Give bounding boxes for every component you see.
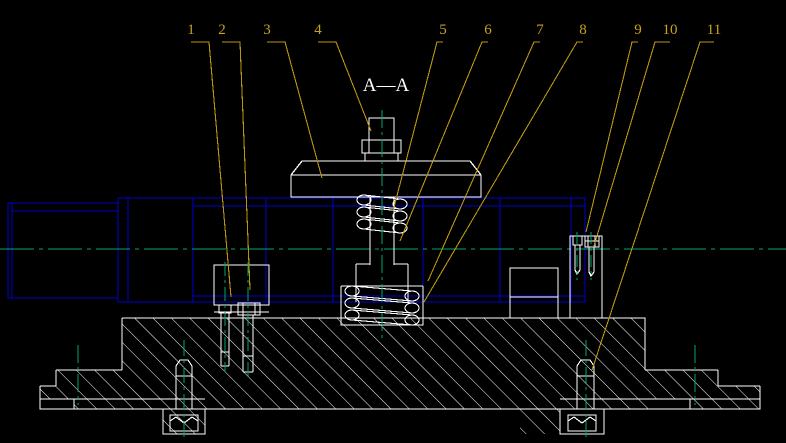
callout-5[interactable]: 5 [392, 22, 447, 212]
callout-1[interactable]: 1 [187, 22, 232, 298]
callout-leader-4 [318, 41, 372, 132]
left-bracket-centerlines [224, 262, 249, 378]
callout-label-11: 11 [707, 22, 721, 38]
callout-leader-1 [191, 41, 232, 298]
callout-label-8: 8 [579, 22, 587, 38]
callout-layer: 1 2 3 4 5 6 7 8 9 10 11 [187, 22, 721, 371]
callout-leader-7 [427, 41, 540, 282]
view-title: A—A [363, 75, 410, 96]
support-block [509, 267, 559, 319]
callout-label-5: 5 [439, 22, 447, 38]
callout-10[interactable]: 10 [593, 22, 678, 247]
right-bracket [569, 235, 603, 319]
vertical-centerlines [77, 110, 696, 405]
callout-6[interactable]: 6 [399, 22, 492, 242]
callout-label-2: 2 [218, 22, 226, 38]
callout-leader-6 [399, 41, 488, 242]
left-bracket [213, 264, 270, 373]
callout-leader-10 [593, 41, 670, 247]
callout-label-7: 7 [536, 22, 544, 38]
callout-11[interactable]: 11 [591, 22, 721, 371]
callout-leader-9 [585, 41, 638, 233]
callout-label-6: 6 [484, 22, 492, 38]
stepped-shaft [7, 197, 194, 303]
callout-9[interactable]: 9 [585, 22, 642, 233]
callout-leader-3 [267, 41, 323, 179]
bottom-right-bolt [559, 359, 605, 435]
callout-label-4: 4 [314, 22, 322, 38]
callout-leader-8 [423, 41, 583, 303]
callout-7[interactable]: 7 [427, 22, 544, 282]
callout-2[interactable]: 2 [218, 22, 251, 291]
callout-label-3: 3 [263, 22, 271, 38]
callout-3[interactable]: 3 [263, 22, 323, 179]
callout-leader-5 [392, 41, 443, 212]
callout-label-9: 9 [634, 22, 642, 38]
callout-label-1: 1 [187, 22, 195, 38]
base-plate [39, 317, 761, 434]
callout-leader-11 [591, 41, 714, 371]
right-bracket-centerlines [576, 232, 592, 280]
callout-8[interactable]: 8 [423, 22, 587, 303]
callout-4[interactable]: 4 [314, 22, 372, 132]
callout-label-10: 10 [663, 22, 678, 38]
threaded-rod [340, 194, 424, 326]
base-plate-hatching [40, 318, 760, 434]
clamp-plate [290, 160, 482, 198]
callout-leader-2 [222, 41, 251, 291]
housing-block [192, 197, 586, 303]
